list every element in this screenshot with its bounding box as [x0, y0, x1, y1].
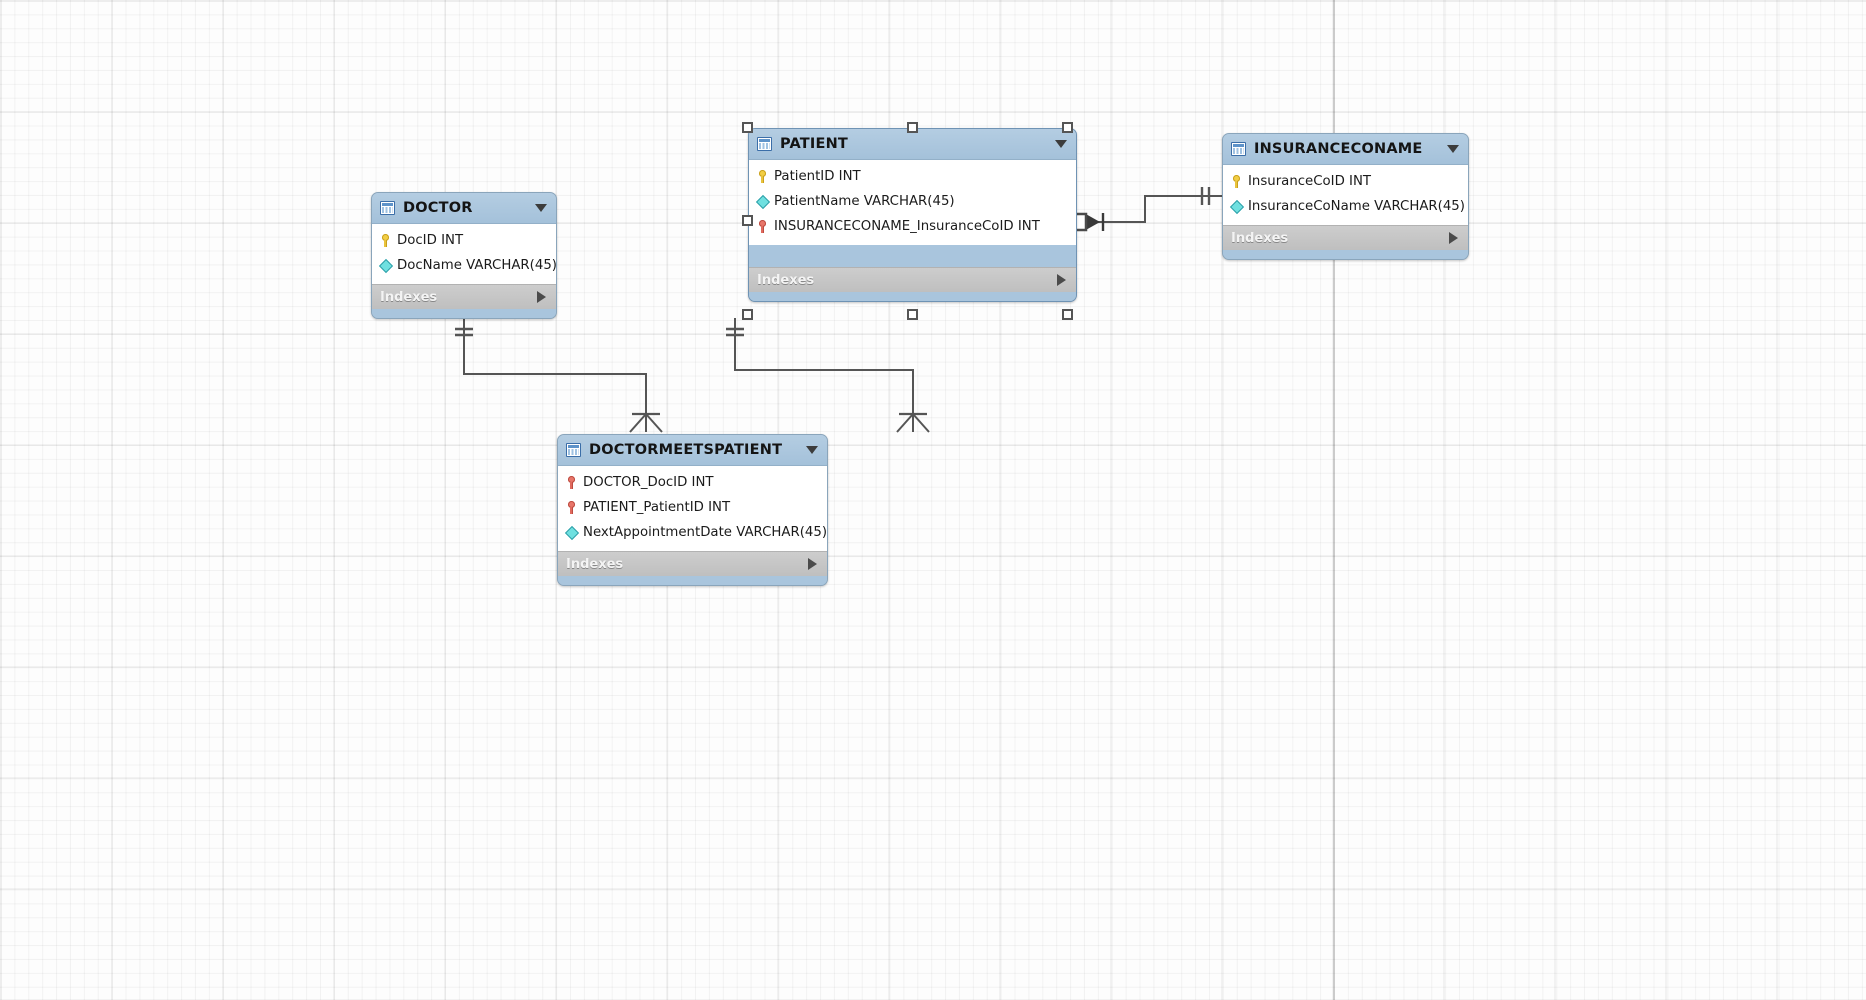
column-label: DocID INT [397, 233, 464, 248]
table-insuranceconame-indexes-bar[interactable]: Indexes [1223, 225, 1468, 250]
column-row[interactable]: PatientID INT [749, 164, 1076, 189]
selection-handle-top-right[interactable] [1062, 122, 1073, 133]
column-label: PATIENT_PatientID INT [583, 500, 731, 515]
primary-key-icon [756, 169, 769, 184]
indexes-label: Indexes [757, 272, 815, 288]
table-insuranceconame-title: INSURANCECONAME [1254, 141, 1423, 157]
selection-handle-top-center[interactable] [907, 122, 918, 133]
selection-handle-bottom-right[interactable] [1062, 309, 1073, 320]
table-doctor-columns: DocID INT DocName VARCHAR(45) [372, 224, 556, 284]
primary-key-icon [1230, 174, 1243, 189]
table-patient[interactable]: PATIENT PatientID INT PatientName VARCHA… [748, 128, 1077, 302]
table-insuranceconame-columns: InsuranceCoID INT InsuranceCoName VARCHA… [1223, 165, 1468, 225]
foreign-key-icon [756, 219, 769, 234]
chevron-down-icon[interactable] [535, 204, 547, 212]
selection-handle-bottom-center[interactable] [907, 309, 918, 320]
table-insuranceconame[interactable]: INSURANCECONAME InsuranceCoID INT Insura… [1222, 133, 1469, 260]
column-label: DocName VARCHAR(45) [397, 258, 557, 273]
chevron-right-icon[interactable] [1057, 274, 1066, 286]
relationship-patient-doctormeetspatient[interactable] [726, 318, 930, 433]
indexes-label: Indexes [1231, 230, 1289, 246]
selection-handle-mid-left[interactable] [742, 215, 753, 226]
chevron-right-icon[interactable] [808, 558, 817, 570]
chevron-down-icon[interactable] [806, 446, 818, 454]
table-doctormeetspatient-columns: DOCTOR_DocID INT PATIENT_PatientID INT N… [558, 466, 827, 551]
column-row[interactable]: InsuranceCoName VARCHAR(45) [1223, 194, 1468, 219]
table-doctormeetspatient[interactable]: DOCTORMEETSPATIENT DOCTOR_DocID INT PATI… [557, 434, 828, 586]
column-label: InsuranceCoName VARCHAR(45) [1248, 199, 1465, 214]
column-label: NextAppointmentDate VARCHAR(45) [583, 525, 828, 540]
chevron-down-icon[interactable] [1055, 140, 1067, 148]
table-patient-columns: PatientID INT PatientName VARCHAR(45) IN… [749, 160, 1076, 245]
column-row[interactable]: InsuranceCoID INT [1223, 169, 1468, 194]
page-boundary-rule [1333, 0, 1335, 1000]
column-diamond-icon [565, 525, 578, 540]
foreign-key-icon [565, 475, 578, 490]
primary-key-icon [379, 233, 392, 248]
selection-handle-top-left[interactable] [742, 122, 753, 133]
column-diamond-icon [1230, 199, 1243, 214]
indexes-label: Indexes [380, 289, 438, 305]
table-doctor-header[interactable]: DOCTOR [372, 193, 556, 224]
column-label: PatientName VARCHAR(45) [774, 194, 955, 209]
selection-handle-bottom-left[interactable] [742, 309, 753, 320]
table-footer-strip [558, 576, 827, 585]
chevron-down-icon[interactable] [1447, 145, 1459, 153]
table-doctor-title: DOCTOR [403, 200, 473, 216]
column-diamond-icon [756, 194, 769, 209]
column-label: INSURANCECONAME_InsuranceCoID INT [774, 219, 1040, 234]
table-footer-strip [1223, 250, 1468, 259]
column-row[interactable]: INSURANCECONAME_InsuranceCoID INT [749, 214, 1076, 239]
column-label: DOCTOR_DocID INT [583, 475, 714, 490]
table-footer-strip [749, 292, 1076, 301]
column-label: InsuranceCoID INT [1248, 174, 1372, 189]
table-doctor[interactable]: DOCTOR DocID INT DocName VARCHAR(45) Ind… [371, 192, 557, 319]
column-row[interactable]: DocID INT [372, 228, 556, 253]
column-row[interactable]: DocName VARCHAR(45) [372, 253, 556, 278]
column-row[interactable]: NextAppointmentDate VARCHAR(45) [558, 520, 827, 545]
table-patient-header[interactable]: PATIENT [749, 129, 1076, 160]
relationship-doctor-doctormeetspatient[interactable] [455, 318, 663, 433]
table-icon [380, 201, 395, 215]
table-doctormeetspatient-header[interactable]: DOCTORMEETSPATIENT [558, 435, 827, 466]
column-label: PatientID INT [774, 169, 861, 184]
column-row[interactable]: DOCTOR_DocID INT [558, 470, 827, 495]
column-row[interactable]: PatientName VARCHAR(45) [749, 189, 1076, 214]
table-icon [1231, 142, 1246, 156]
chevron-right-icon[interactable] [537, 291, 546, 303]
table-footer-strip [372, 309, 556, 318]
indexes-label: Indexes [566, 556, 624, 572]
chevron-right-icon[interactable] [1449, 232, 1458, 244]
foreign-key-icon [565, 500, 578, 515]
table-doctor-indexes-bar[interactable]: Indexes [372, 284, 556, 309]
column-diamond-icon [379, 258, 392, 273]
column-row[interactable]: PATIENT_PatientID INT [558, 495, 827, 520]
table-doctormeetspatient-indexes-bar[interactable]: Indexes [558, 551, 827, 576]
relationship-patient-insuranceconame[interactable] [1068, 187, 1222, 232]
table-patient-title: PATIENT [780, 136, 849, 152]
table-patient-indexes-bar[interactable]: Indexes [749, 267, 1076, 292]
table-doctormeetspatient-title: DOCTORMEETSPATIENT [589, 442, 783, 458]
table-icon [757, 137, 772, 151]
table-icon [566, 443, 581, 457]
table-insuranceconame-header[interactable]: INSURANCECONAME [1223, 134, 1468, 165]
